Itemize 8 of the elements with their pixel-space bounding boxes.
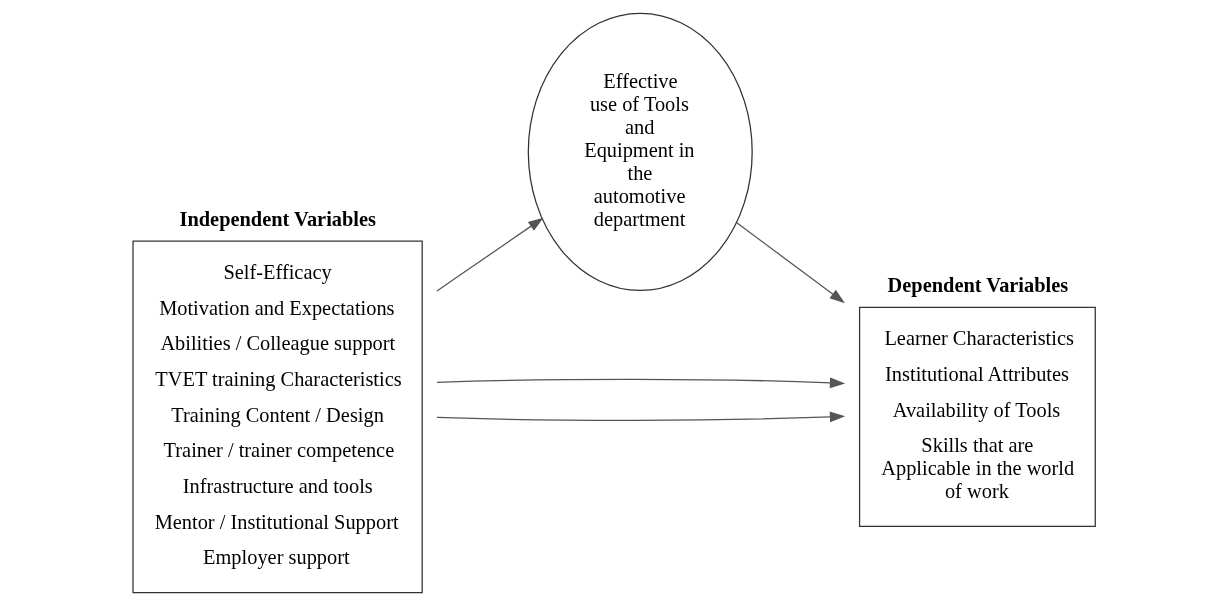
node-box: Learner Characteristics Institutional Attributes Availability of Tools Skills that are Applicable in the world of work <box>858 306 1096 528</box>
node-label: Dependent Variables <box>887 273 1069 296</box>
arrow <box>436 411 846 423</box>
arrow <box>436 377 846 389</box>
arrow <box>436 217 544 292</box>
node-label: Independent Variables <box>179 207 376 230</box>
node-box: Self-Efficacy Motivation and Expectations Abilities / Colleague support TVET training Characteristics Training Content / Design Trainer / trainer competence Infrastructure and tools Mentor / Institutional Support Employer support <box>132 240 423 594</box>
arrow <box>736 222 845 304</box>
